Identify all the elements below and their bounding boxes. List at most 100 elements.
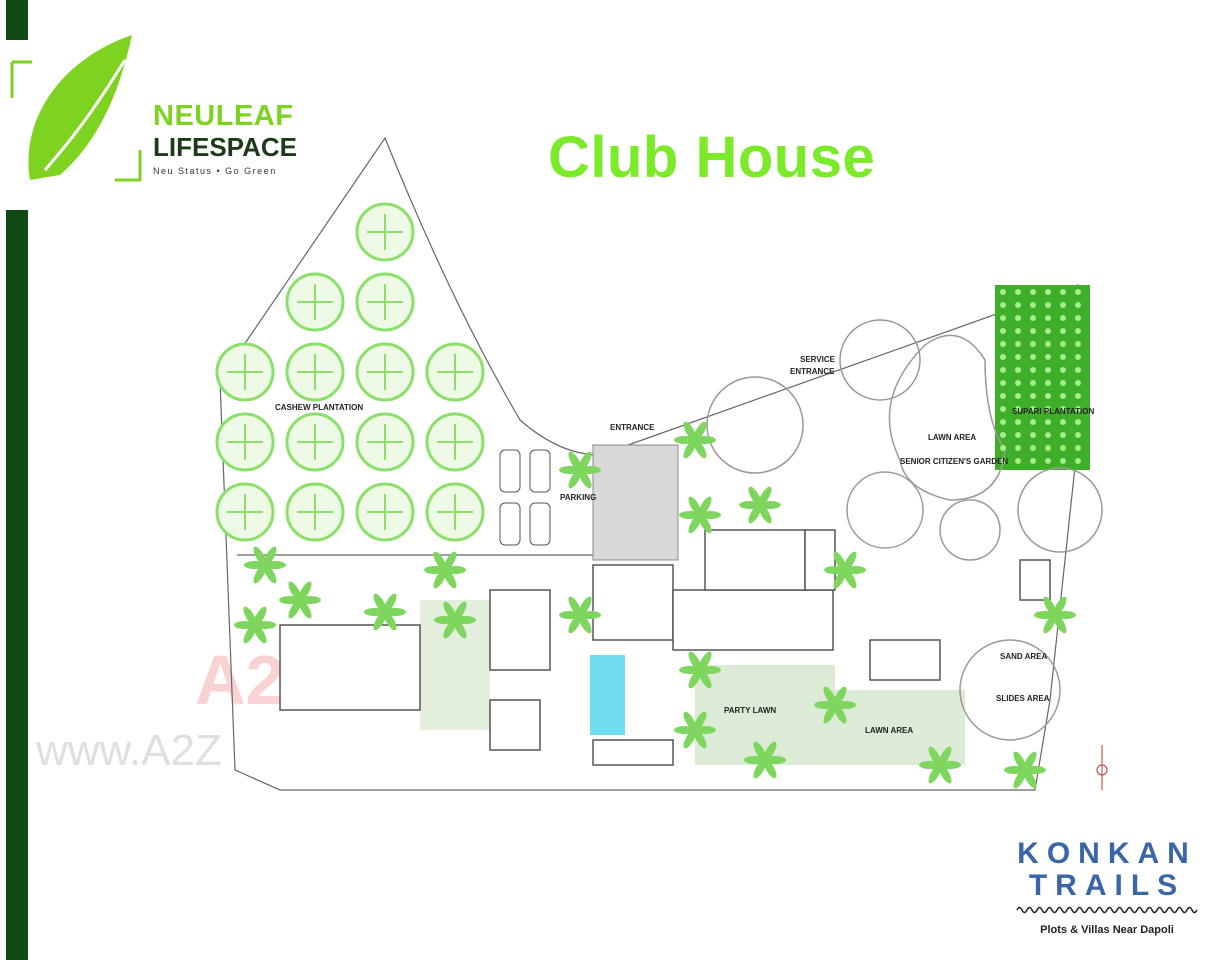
- palm-tree-icon: [683, 438, 697, 459]
- palm-tree-icon: [1043, 596, 1057, 617]
- palm-tree-icon: [578, 596, 592, 617]
- palm-tree-icon: [1023, 751, 1037, 772]
- supari-tree-icon: [1030, 419, 1036, 425]
- palm-tree-icon: [568, 596, 582, 617]
- cashew-tree-icon: [437, 494, 473, 530]
- supari-tree-icon: [1015, 341, 1021, 347]
- supari-tree-icon: [1060, 289, 1066, 295]
- cashew-tree-icon: [227, 424, 263, 460]
- side-bar-bottom: [6, 210, 28, 960]
- cashew-tree-icon: [297, 284, 333, 320]
- palm-tree-icon: [453, 618, 467, 639]
- supari-tree-icon: [1060, 432, 1066, 438]
- supari-tree-icon: [1045, 289, 1051, 295]
- supari-tree-icon: [1015, 393, 1021, 399]
- supari-tree-icon: [1030, 367, 1036, 373]
- cashew-tree-icon: [367, 214, 403, 250]
- palm-tree-icon: [693, 438, 707, 459]
- supari-tree-icon: [1000, 341, 1006, 347]
- palm-tree-icon: [1013, 751, 1027, 772]
- label-lawn-area-bottom: LAWN AREA: [865, 726, 913, 735]
- supari-tree-icon: [1045, 302, 1051, 308]
- supari-tree-icon: [1045, 354, 1051, 360]
- palm-tree-icon: [578, 468, 592, 489]
- palm-tree-icon: [1053, 613, 1067, 634]
- cashew-tree-icon: [227, 494, 263, 530]
- palm-tree-icon: [833, 703, 847, 724]
- palm-tree-icon: [693, 711, 707, 732]
- cashew-tree-icon: [367, 494, 403, 530]
- palm-tree-icon: [683, 711, 697, 732]
- supari-tree-icon: [1000, 302, 1006, 308]
- palm-tree-icon: [578, 451, 592, 472]
- supari-tree-icon: [1075, 406, 1081, 412]
- palm-tree-icon: [693, 728, 707, 749]
- supari-tree-icon: [1060, 458, 1066, 464]
- parking-slot: [499, 449, 521, 493]
- palm-tree-icon: [263, 546, 277, 567]
- supari-tree-icon: [1045, 315, 1051, 321]
- supari-tree-icon: [1045, 445, 1051, 451]
- supari-tree-icon: [1030, 341, 1036, 347]
- supari-tree-icon: [1030, 302, 1036, 308]
- supari-tree-icon: [1075, 380, 1081, 386]
- palm-tree-icon: [568, 468, 582, 489]
- palm-tree-icon: [243, 623, 257, 644]
- label-entrance: ENTRANCE: [610, 423, 655, 432]
- palm-tree-icon: [568, 613, 582, 634]
- palm-tree-icon: [753, 758, 767, 779]
- supari-tree-icon: [1000, 315, 1006, 321]
- entrance-paving: [592, 444, 679, 561]
- palm-tree-icon: [298, 598, 312, 619]
- supari-tree-icon: [1030, 458, 1036, 464]
- supari-tree-icon: [1060, 393, 1066, 399]
- supari-tree-icon: [1030, 289, 1036, 295]
- konkan-line2: TRAILS: [1028, 869, 1186, 902]
- palm-tree-icon: [1043, 613, 1057, 634]
- wave-icon: [1016, 906, 1198, 914]
- palm-tree-icon: [253, 563, 267, 584]
- supari-tree-icon: [1015, 302, 1021, 308]
- palm-tree-icon: [698, 513, 712, 534]
- palm-tree-icon: [578, 613, 592, 634]
- palm-tree-icon: [383, 593, 397, 614]
- palm-tree-icon: [433, 551, 447, 572]
- label-lawn-area-top: LAWN AREA: [928, 433, 976, 442]
- palm-tree-icon: [843, 551, 857, 572]
- konkan-trails-logo: KONKAN TRAILS Plots & Villas Near Dapoli: [1012, 838, 1202, 936]
- palm-tree-icon: [263, 563, 277, 584]
- supari-tree-icon: [1000, 380, 1006, 386]
- supari-tree-icon: [1030, 315, 1036, 321]
- label-service-entrance-1: SERVICE: [800, 355, 836, 364]
- palm-tree-icon: [1023, 768, 1037, 789]
- supari-tree-icon: [1030, 380, 1036, 386]
- play-area: [706, 319, 1103, 741]
- palm-tree-icon: [833, 686, 847, 707]
- supari-tree-icon: [1075, 458, 1081, 464]
- palm-tree-icon: [433, 568, 447, 589]
- supari-tree-icon: [1045, 393, 1051, 399]
- label-senior-garden: SENIOR CITIZEN'S GARDEN: [900, 457, 1008, 466]
- parking-slot: [529, 502, 551, 546]
- supari-tree-icon: [1000, 458, 1006, 464]
- palm-tree-icon: [748, 503, 762, 524]
- supari-tree-icon: [1000, 445, 1006, 451]
- label-cashew-plantation: CASHEW PLANTATION: [275, 403, 363, 412]
- palm-tree-icon: [443, 568, 457, 589]
- supari-tree-icon: [1030, 445, 1036, 451]
- cashew-tree-icon: [227, 354, 263, 390]
- palm-tree-icon: [833, 551, 847, 572]
- supari-tree-icon: [1045, 341, 1051, 347]
- palm-tree-icon: [1013, 768, 1027, 789]
- supari-tree-icon: [1075, 354, 1081, 360]
- supari-tree-icon: [1030, 406, 1036, 412]
- palm-tree-icon: [1053, 596, 1067, 617]
- cashew-tree-icon: [437, 354, 473, 390]
- supari-tree-icon: [1060, 328, 1066, 334]
- palm-tree-icon: [698, 668, 712, 689]
- watermark-url: www.A2Z: [36, 726, 222, 775]
- supari-tree-icon: [1000, 432, 1006, 438]
- supari-tree-icon: [1060, 380, 1066, 386]
- cashew-tree-icon: [437, 424, 473, 460]
